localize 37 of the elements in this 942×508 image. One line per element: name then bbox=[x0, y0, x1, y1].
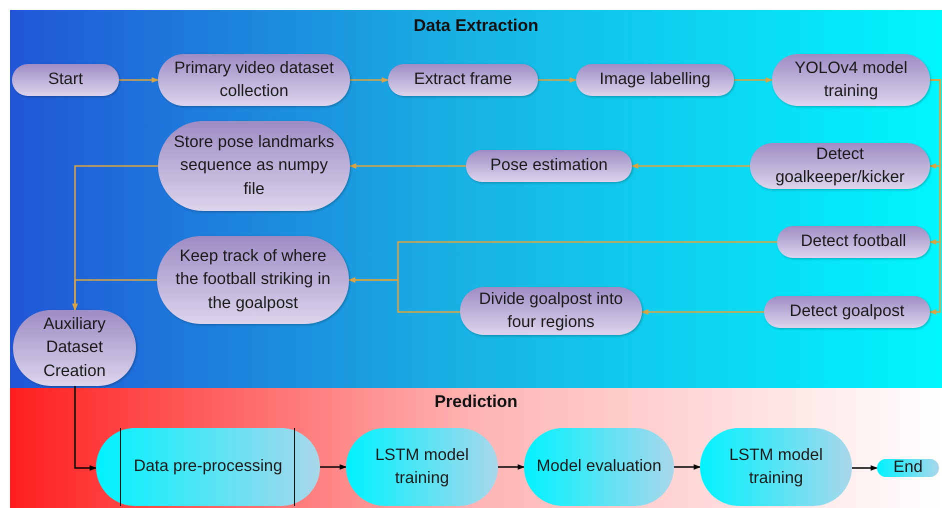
process-pill: Detect goalpost bbox=[764, 296, 930, 328]
arrow bbox=[348, 277, 460, 313]
process-pill: Primary video dataset collection bbox=[158, 54, 350, 106]
arrow bbox=[350, 77, 389, 83]
section-band bbox=[10, 10, 942, 388]
arrow bbox=[852, 465, 878, 471]
process-pill: Auxiliary Dataset Creation bbox=[13, 310, 136, 386]
arrow bbox=[119, 77, 159, 83]
process-pill: LSTM model training bbox=[346, 428, 498, 506]
arrow bbox=[538, 77, 577, 83]
process-pill: Extract frame bbox=[388, 64, 538, 96]
process-pill: LSTM model training bbox=[700, 428, 852, 506]
process-pill: End bbox=[877, 459, 939, 477]
arrow bbox=[349, 163, 466, 169]
process-pill: Divide goalpost into four regions bbox=[460, 287, 642, 335]
process-pill: Start bbox=[12, 64, 119, 96]
process-pill: Model evaluation bbox=[524, 428, 674, 506]
section-band bbox=[10, 388, 942, 508]
arrow bbox=[74, 386, 97, 471]
section-title: Prediction bbox=[434, 392, 518, 412]
process-pill: Detect football bbox=[777, 226, 930, 258]
arrow bbox=[72, 279, 157, 311]
process-pill: Image labelling bbox=[576, 64, 734, 96]
arrow bbox=[631, 163, 750, 169]
process-pill: Detect goalkeeper/kicker bbox=[750, 143, 930, 189]
section-title: Data Extraction bbox=[414, 16, 538, 36]
arrow bbox=[498, 464, 525, 470]
process-pill: Pose estimation bbox=[466, 150, 632, 182]
arrow bbox=[734, 77, 773, 83]
process-pill: Store pose landmarks sequence as numpy file bbox=[158, 121, 350, 211]
arrow bbox=[641, 309, 764, 315]
process-pill: YOLOv4 model training bbox=[772, 54, 930, 106]
arrow bbox=[320, 464, 347, 470]
predefined-process-pill: Data pre-processing bbox=[96, 428, 320, 506]
process-pill: Keep track of where the football striking in the goalpost bbox=[157, 236, 349, 324]
arrow bbox=[674, 464, 701, 470]
arrow bbox=[929, 79, 941, 315]
